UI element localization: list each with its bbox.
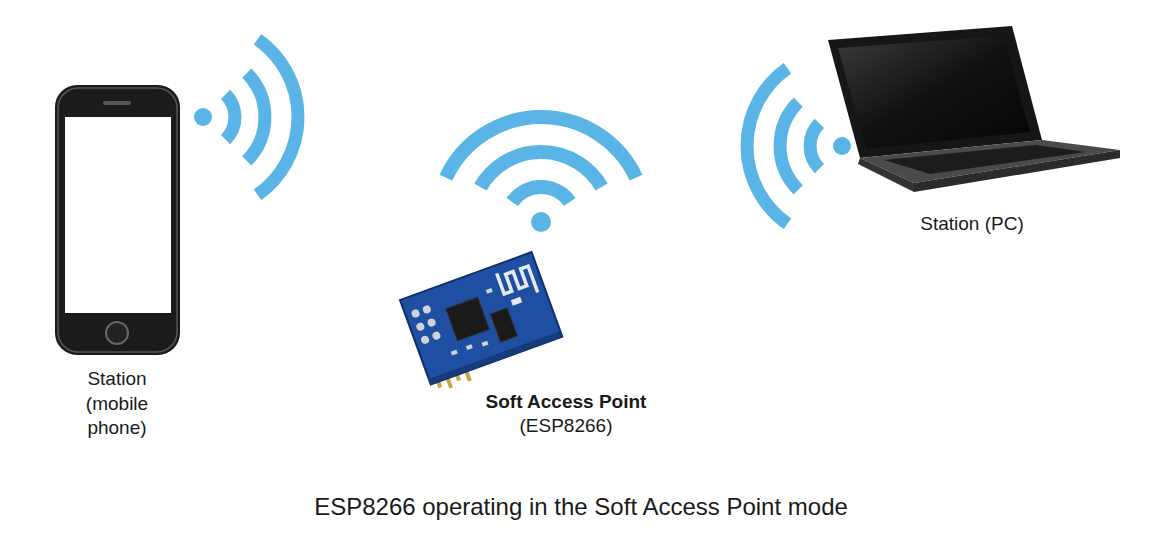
caption: ESP8266 operating in the Soft Access Poi…: [314, 491, 848, 522]
wifi-dot: [833, 137, 851, 155]
device-label: Soft Access Point: [486, 390, 647, 415]
laptop-edge: [914, 150, 1120, 192]
device-label: Station (PC): [920, 212, 1023, 237]
phone-illustration: [55, 85, 180, 355]
wifi-dot: [531, 212, 551, 232]
wifi-arc: [446, 117, 636, 177]
wifi-arc: [810, 123, 819, 168]
wifi-arc: [780, 102, 798, 190]
laptop-illustration: [828, 26, 1120, 192]
wifi-arc: [247, 73, 265, 161]
wifi-arc: [480, 152, 601, 187]
phone-rim: [58, 88, 177, 352]
phone-button: [106, 322, 128, 344]
laptop-lid: [828, 26, 1042, 158]
wifi-dot: [194, 108, 212, 126]
laptop-edge: [858, 158, 914, 192]
laptop-keyboard: [884, 145, 1086, 174]
wifi-waves: [747, 68, 851, 224]
wifi-waves: [446, 117, 636, 232]
laptop-screen: [838, 36, 1030, 149]
wifi-waves: [194, 39, 298, 195]
wifi-arc: [226, 94, 235, 139]
phone-screen: [65, 117, 171, 313]
device-sublabel: (ESP8266): [520, 414, 613, 439]
device-label: Station (mobile phone): [56, 367, 179, 441]
pcb-antenna: [497, 262, 538, 303]
wifi-arc: [512, 187, 569, 202]
phone-speaker: [103, 101, 131, 105]
pads: [410, 282, 509, 365]
esp8266-illustration: [400, 252, 566, 394]
phone-body: [55, 85, 180, 355]
wifi-arc: [747, 68, 787, 224]
circuit-board: [400, 252, 562, 384]
wifi-arc: [258, 39, 298, 195]
chip: [490, 308, 517, 342]
chip: [446, 297, 490, 341]
